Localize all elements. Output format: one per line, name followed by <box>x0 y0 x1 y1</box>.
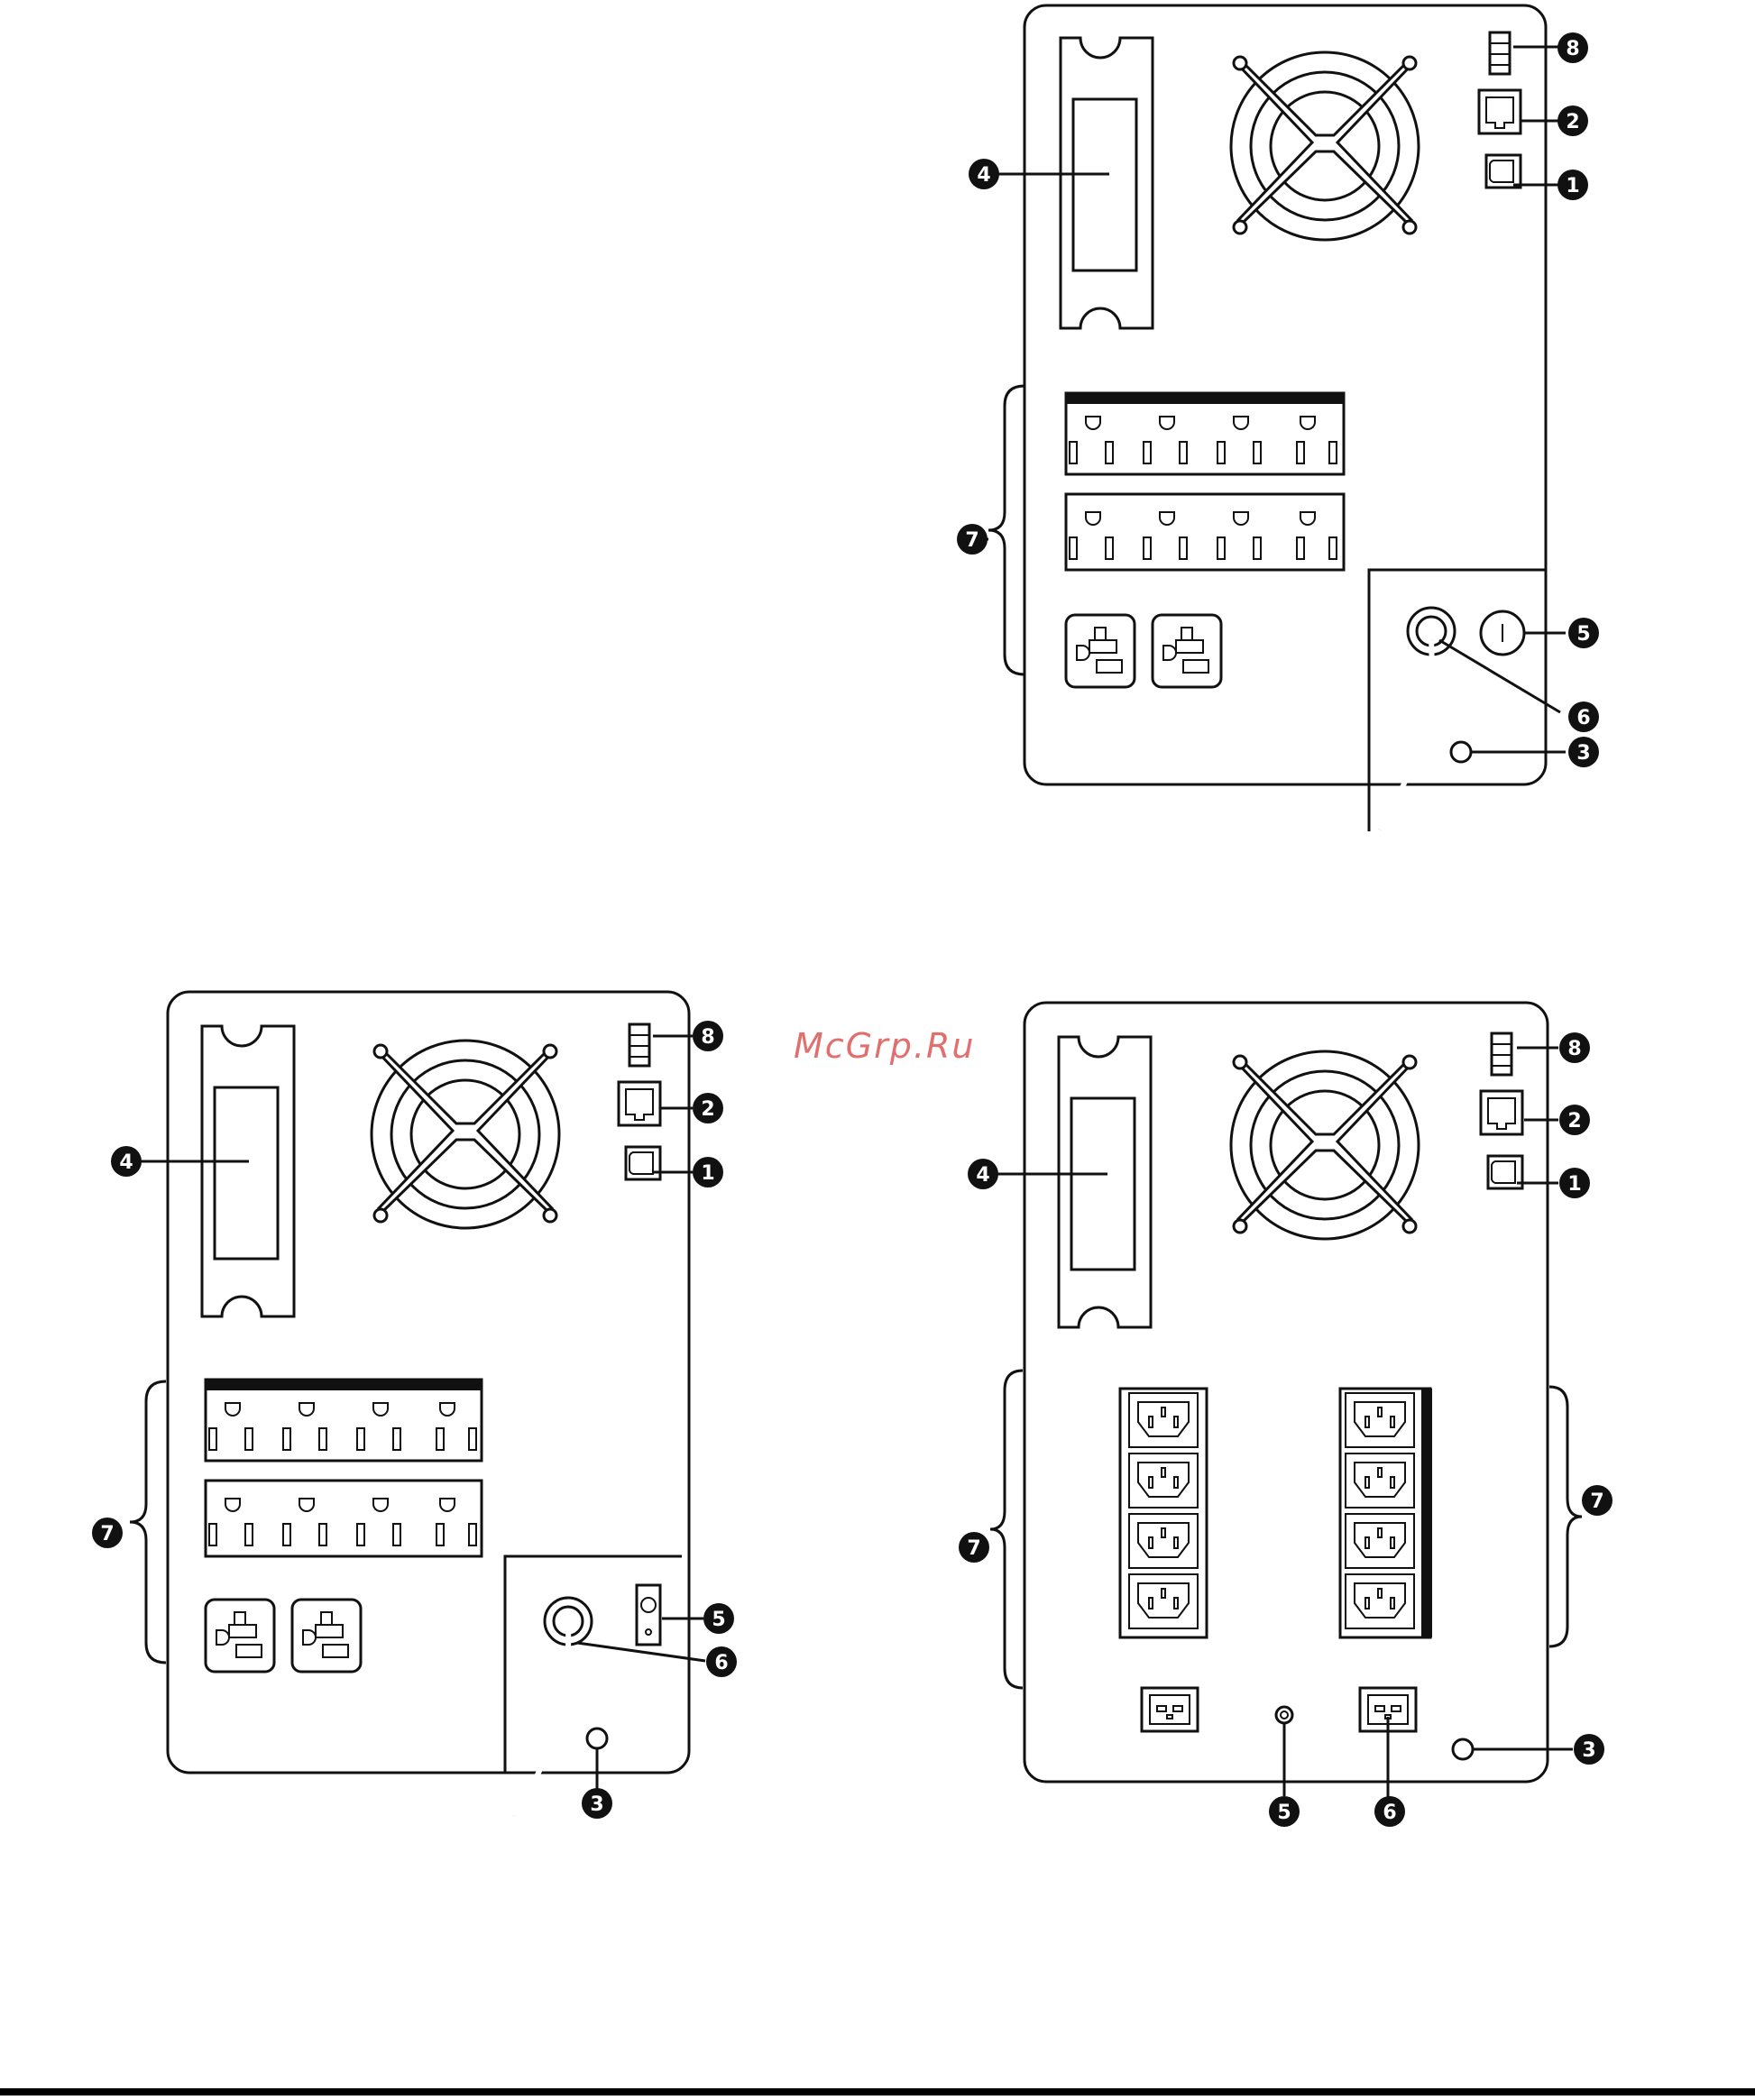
callout-4: 4 <box>969 159 999 189</box>
input-section <box>505 1556 682 1816</box>
svg-text:6: 6 <box>714 1652 728 1674</box>
watermark: McGrp.Ru <box>794 1026 974 1066</box>
fan-icon <box>1231 52 1419 240</box>
svg-text:4: 4 <box>119 1151 133 1174</box>
communication-ports <box>1479 32 1521 188</box>
callout-2: 2 <box>693 1093 723 1123</box>
nema-outlet-panel <box>1066 393 1344 570</box>
callout-8: 8 <box>1557 32 1588 63</box>
callout-6: 6 <box>1568 702 1599 732</box>
group-bracket <box>130 1381 166 1663</box>
group-bracket-left <box>990 1371 1023 1688</box>
callout-3: 3 <box>582 1788 612 1819</box>
callout-1: 1 <box>693 1157 723 1188</box>
outlet-20a-icon <box>292 1600 361 1672</box>
callout-1: 1 <box>1557 170 1588 200</box>
callout-2: 2 <box>1559 1105 1590 1135</box>
svg-text:1: 1 <box>701 1162 714 1185</box>
outlet-20a-icon <box>206 1600 274 1672</box>
communication-ports <box>1481 1033 1522 1188</box>
callout-1: 1 <box>1559 1168 1590 1198</box>
chassis-outline <box>1025 1003 1548 1782</box>
outlet-20a-icon <box>1066 615 1135 687</box>
group-bracket <box>988 386 1025 674</box>
callout-4: 4 <box>111 1146 142 1177</box>
svg-text:4: 4 <box>976 1164 989 1187</box>
svg-text:4: 4 <box>977 164 990 187</box>
svg-text:7: 7 <box>1590 1490 1603 1513</box>
callout-5: 5 <box>1568 618 1599 648</box>
ups-rear-panel-bottom-left: 8 2 1 4 7 5 6 3 <box>92 992 737 1819</box>
callout-3: 3 <box>1568 737 1599 767</box>
callout-8: 8 <box>693 1021 723 1051</box>
ups-rear-panel-bottom-right: 8 2 1 4 7 7 3 5 6 <box>959 1003 1613 1827</box>
svg-text:2: 2 <box>1566 111 1579 133</box>
svg-text:2: 2 <box>701 1098 714 1121</box>
callout-7: 7 <box>1582 1485 1613 1516</box>
breaker-button <box>1276 1707 1292 1723</box>
ground-screw <box>1453 1739 1473 1759</box>
ups-rear-panel-top: 8 2 1 4 7 5 6 3 <box>957 5 1599 831</box>
c19-outlet-icon <box>1142 1688 1198 1731</box>
svg-text:5: 5 <box>1277 1802 1291 1824</box>
callout-7: 7 <box>92 1518 123 1548</box>
nema-outlet-panel <box>206 1380 482 1556</box>
c13-outlet-group-left <box>1120 1389 1207 1637</box>
svg-text:5: 5 <box>712 1609 725 1631</box>
communication-ports <box>619 1024 660 1179</box>
callout-5: 5 <box>703 1603 734 1634</box>
callout-4: 4 <box>968 1159 998 1189</box>
callout-3: 3 <box>1574 1734 1604 1765</box>
svg-text:8: 8 <box>1566 38 1579 60</box>
callout-7: 7 <box>959 1532 989 1563</box>
svg-text:7: 7 <box>967 1537 980 1560</box>
svg-text:6: 6 <box>1383 1802 1396 1824</box>
c13-outlet-group-right <box>1340 1389 1432 1637</box>
outlet-20a-icon <box>1153 615 1221 687</box>
expansion-slot <box>202 1026 294 1316</box>
callout-7: 7 <box>957 524 988 555</box>
svg-text:2: 2 <box>1567 1110 1581 1133</box>
svg-text:6: 6 <box>1576 707 1590 729</box>
svg-text:8: 8 <box>1567 1038 1581 1060</box>
fan-icon <box>1231 1051 1419 1239</box>
svg-text:8: 8 <box>701 1026 714 1049</box>
expansion-slot <box>1061 38 1153 328</box>
group-bracket-right <box>1549 1387 1582 1646</box>
svg-text:7: 7 <box>100 1523 114 1545</box>
svg-text:7: 7 <box>965 529 979 552</box>
fan-icon <box>372 1041 559 1228</box>
svg-text:3: 3 <box>1582 1739 1595 1762</box>
svg-text:1: 1 <box>1566 175 1579 197</box>
input-section <box>1369 570 1546 831</box>
svg-text:3: 3 <box>1576 742 1590 765</box>
callout-6: 6 <box>1374 1796 1405 1827</box>
callout-8: 8 <box>1559 1032 1590 1063</box>
callout-5: 5 <box>1269 1796 1300 1827</box>
callout-6: 6 <box>706 1646 737 1677</box>
svg-text:1: 1 <box>1567 1173 1581 1196</box>
footer-rule <box>0 2088 1755 2095</box>
svg-text:5: 5 <box>1576 623 1590 646</box>
callout-2: 2 <box>1557 105 1588 136</box>
svg-text:3: 3 <box>590 1793 603 1816</box>
expansion-slot <box>1059 1037 1151 1327</box>
